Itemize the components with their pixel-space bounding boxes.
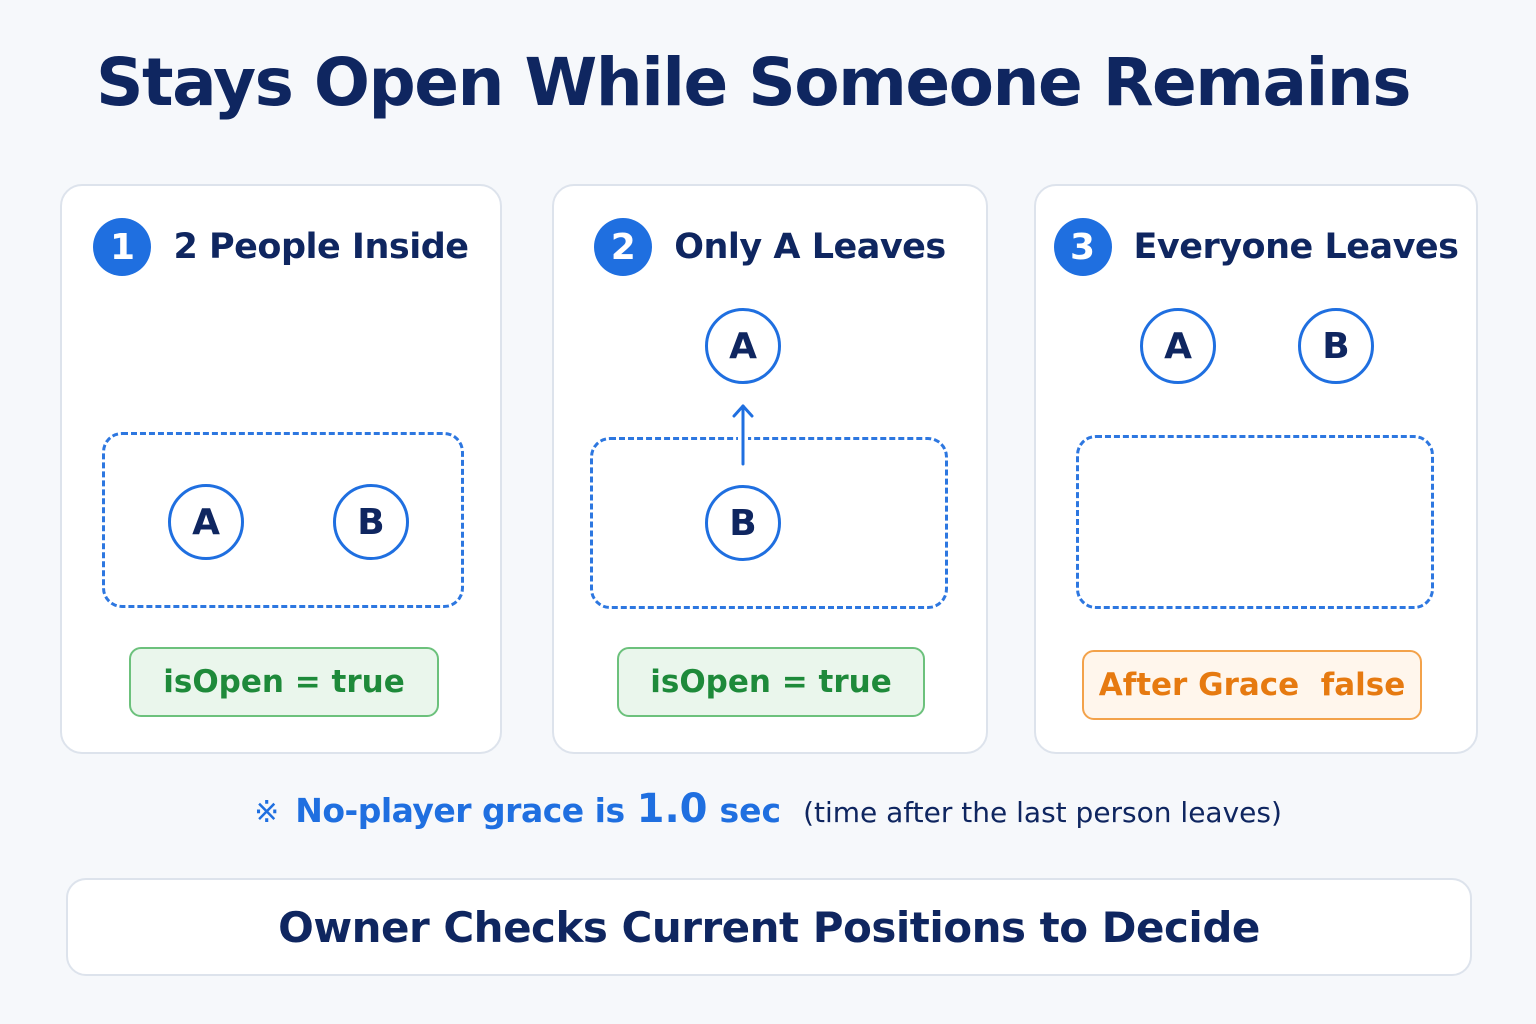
step-label: Everyone Leaves [1133,227,1459,267]
page-title: Stays Open While Someone Remains [96,44,1412,121]
person-b: B [705,485,781,561]
person-b: B [333,484,409,560]
arrow-up-icon [732,404,754,466]
step-label: 2 People Inside [173,227,469,267]
note-text: No-player grace is [295,791,625,830]
person-a: A [168,484,244,560]
person-a: A [705,308,781,384]
person-b: B [1298,308,1374,384]
person-a: A [1140,308,1216,384]
step-number-badge: 3 [1053,218,1112,276]
status-badge: After Grace false [1082,650,1422,720]
zone-area-empty [1076,435,1434,609]
grace-unit: sec [719,791,782,830]
step-number-badge: 1 [93,218,152,276]
status-badge: isOpen = true [617,647,925,717]
step-header: 2 Only A Leaves [554,218,986,276]
panel-step-3: 3 Everyone Leaves A B After Grace false [1034,184,1478,754]
grace-value: 1.0 [636,786,708,832]
reference-mark-icon: ※ [254,795,280,830]
zone-area [102,432,464,608]
status-badge: isOpen = true [129,647,439,717]
footer-summary: Owner Checks Current Positions to Decide [66,878,1472,976]
note-explanation: (time after the last person leaves) [803,796,1282,829]
step-number-badge: 2 [594,218,653,276]
panel-step-1: 1 2 People Inside A B isOpen = true [60,184,502,754]
step-header: 3 Everyone Leaves [1036,218,1476,276]
zone-area [590,437,948,609]
grace-note: ※ No-player grace is 1.0 sec (time after… [0,786,1536,832]
panel-step-2: 2 Only A Leaves A B isOpen = true [552,184,988,754]
step-label: Only A Leaves [674,227,946,267]
step-header: 1 2 People Inside [62,218,500,276]
